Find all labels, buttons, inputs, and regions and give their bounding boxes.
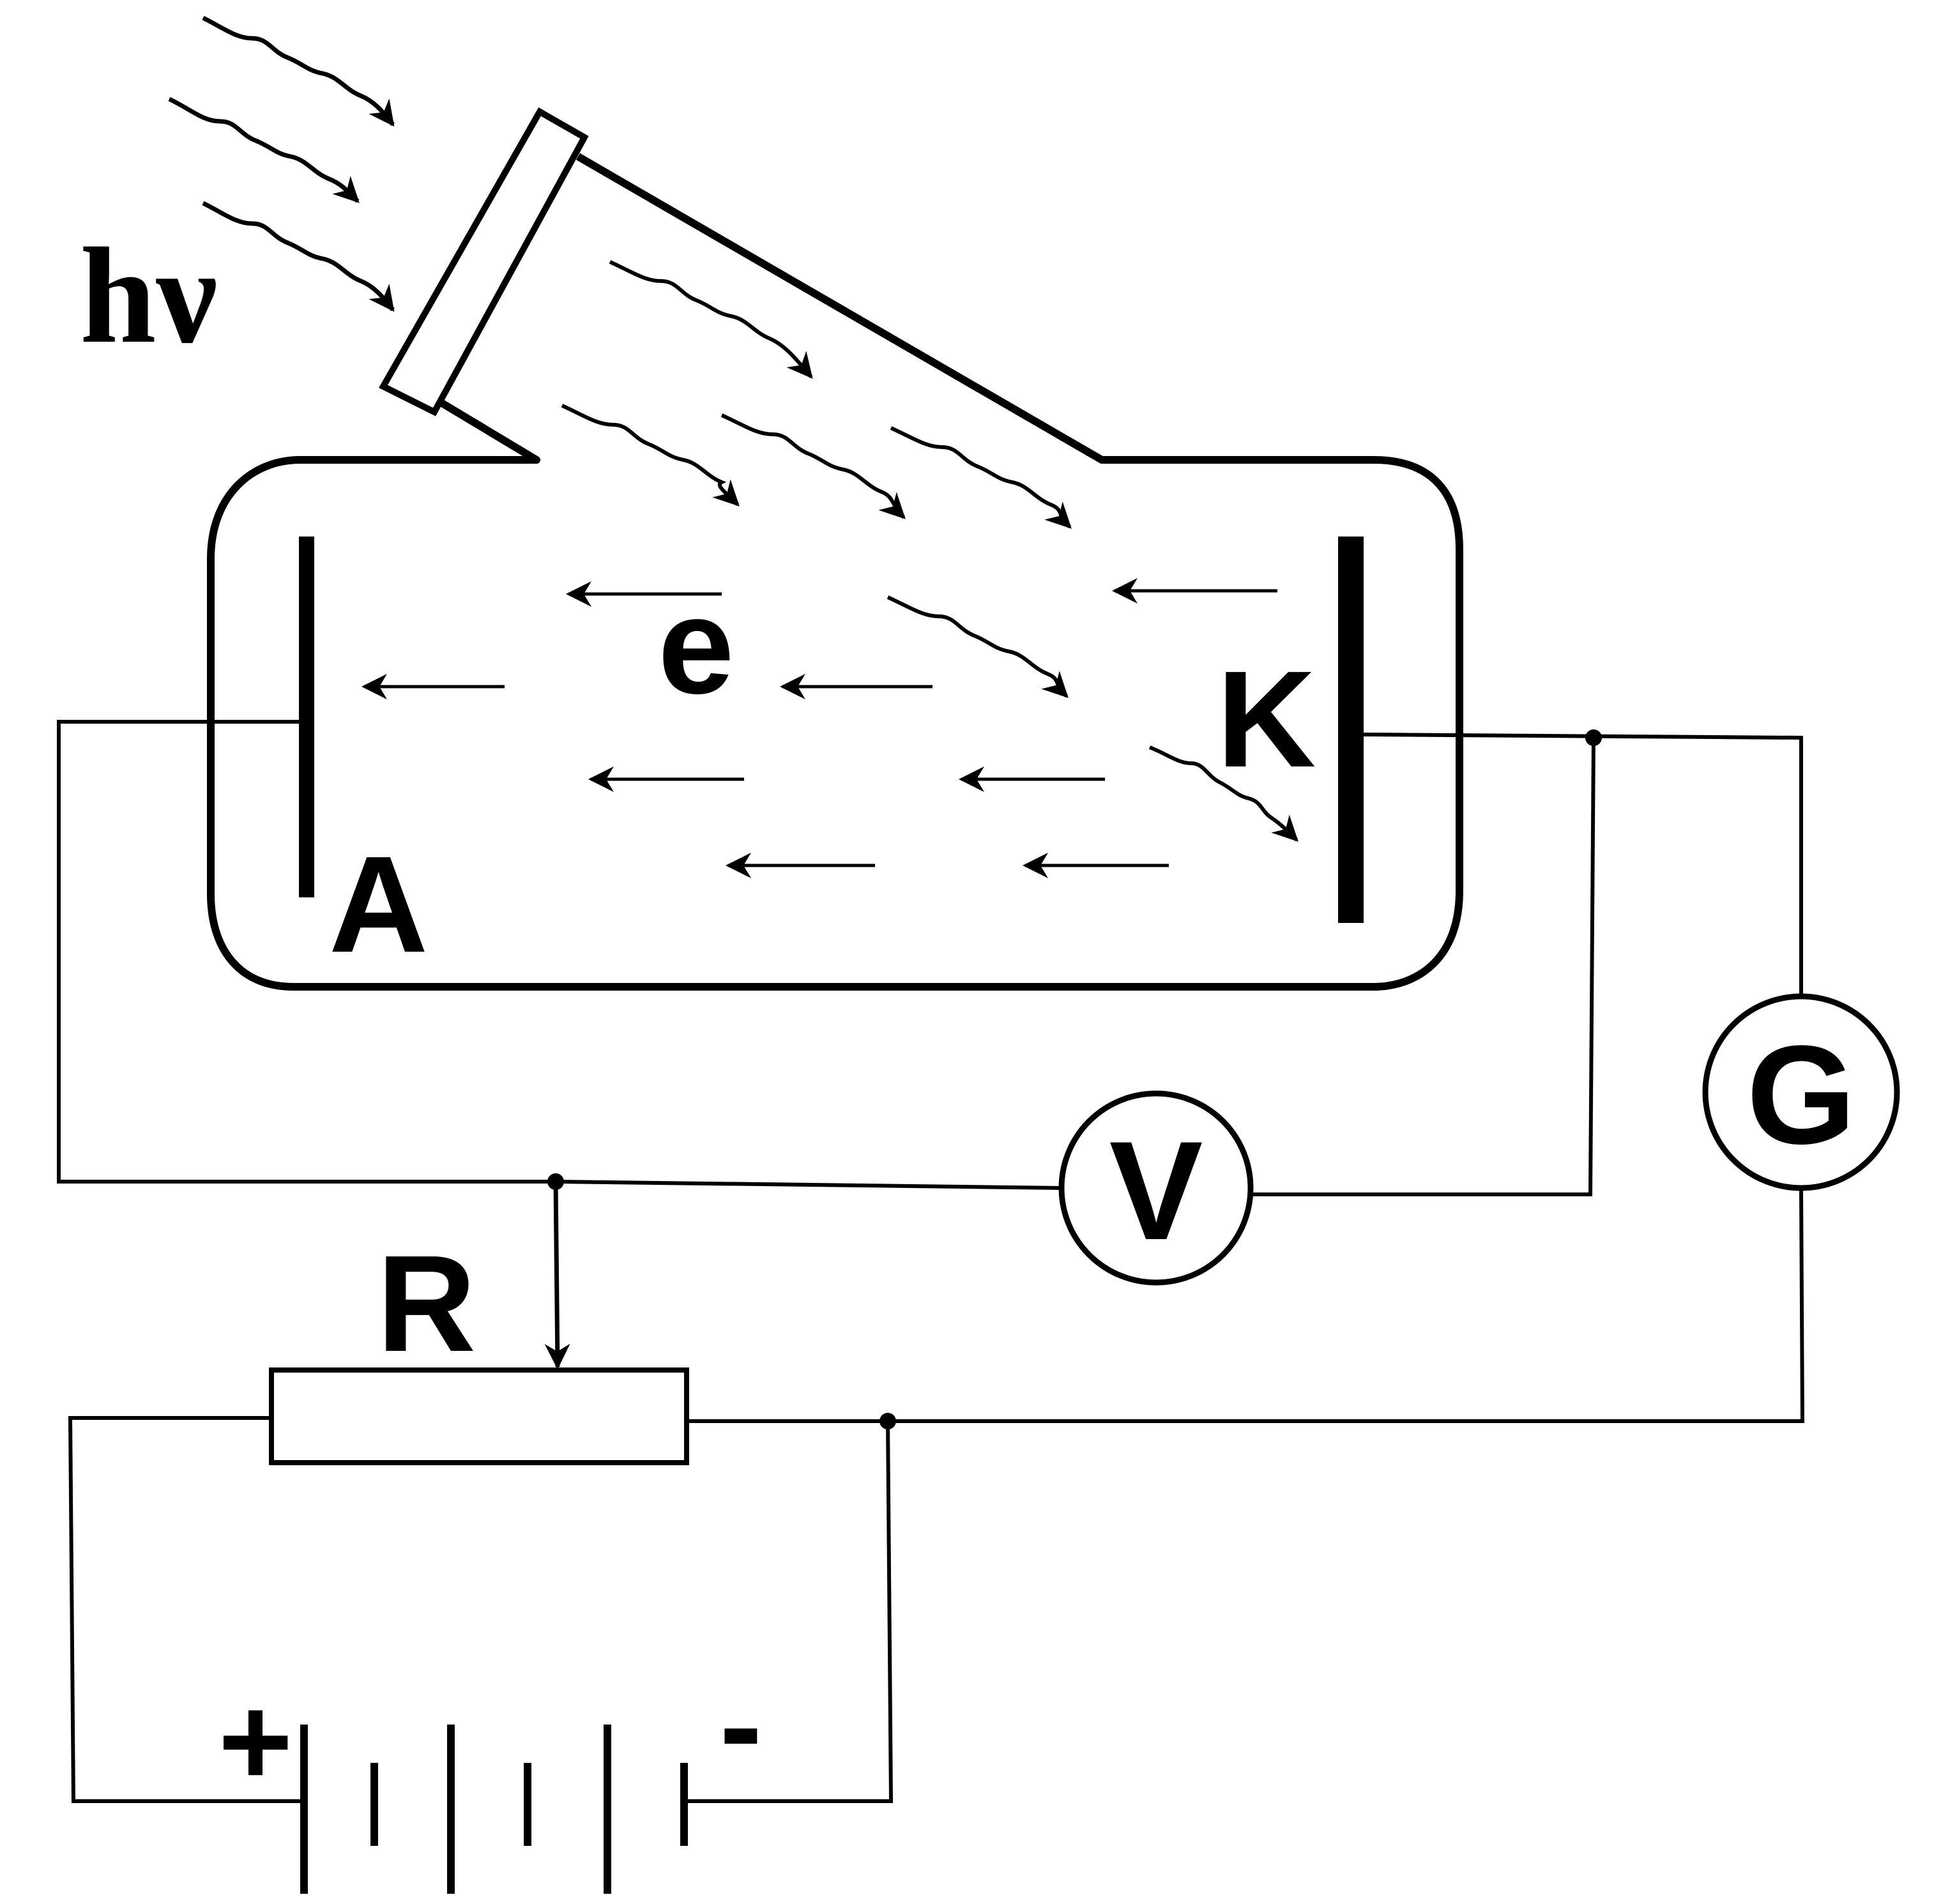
battery-plus-label: + <box>218 1670 293 1813</box>
photon-ray <box>168 96 360 203</box>
rheostat-slider <box>544 1181 570 1369</box>
tube-window <box>379 107 589 416</box>
voltmeter <box>1058 1090 1254 1286</box>
wire-to-battery-minus <box>687 1420 894 1803</box>
battery-cell-short <box>370 1763 378 1846</box>
junctions <box>547 729 1602 1429</box>
photon-label: hν <box>80 219 218 372</box>
photon-ray <box>890 426 1072 529</box>
wire-galvanometer-down <box>888 1187 1805 1423</box>
junction-dot <box>1585 729 1602 746</box>
internal-light-rays <box>561 260 1298 842</box>
galvanometer <box>1702 993 1900 1191</box>
electron-flow <box>362 578 1277 878</box>
photon-ray <box>887 595 1069 698</box>
battery-cell-long <box>604 1725 611 1894</box>
junction-dot <box>547 1173 564 1190</box>
cathode-label: K <box>1217 642 1316 796</box>
rheostat-label: R <box>377 1226 476 1380</box>
rheostat <box>269 1367 689 1465</box>
wire-voltmeter-right <box>1252 737 1595 1196</box>
wire-anode-left <box>57 720 556 1184</box>
wire-to-voltmeter <box>555 1180 1064 1190</box>
battery-cell-long <box>300 1725 308 1894</box>
anode-label: A <box>329 827 428 981</box>
galvanometer-label: G <box>1746 1016 1855 1173</box>
incident-light-rays <box>168 15 395 312</box>
wire-cathode-right <box>1363 733 1803 996</box>
battery <box>300 1725 688 1894</box>
battery-cell-short <box>680 1763 688 1846</box>
photon-ray <box>202 201 395 312</box>
photon-ray <box>202 15 395 127</box>
battery-cell-short <box>524 1763 531 1846</box>
junction-dot <box>879 1413 896 1429</box>
photon-ray <box>609 260 813 379</box>
battery-cell-long <box>447 1725 455 1894</box>
anode-plate <box>299 537 314 897</box>
battery-minus-label: - <box>720 1654 763 1797</box>
vacuum-tube <box>207 153 1463 991</box>
voltmeter-label: V <box>1109 1112 1203 1269</box>
circuit-wires <box>57 720 1805 1803</box>
wire-rheostat-left <box>68 1416 303 1803</box>
photon-ray <box>1148 745 1298 842</box>
cathode-plate <box>1338 537 1364 923</box>
photon-ray <box>561 404 740 506</box>
electron-label: e <box>658 568 735 722</box>
photon-ray <box>720 413 906 519</box>
